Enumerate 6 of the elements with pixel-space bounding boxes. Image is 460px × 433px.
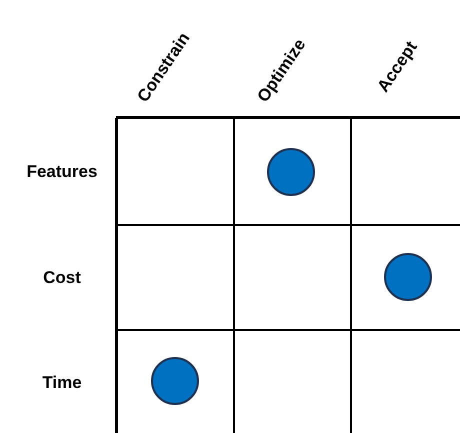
- row-header: Features: [26, 162, 98, 182]
- dot-marker: [151, 357, 199, 405]
- dot-marker: [384, 253, 432, 301]
- row-header: Cost: [42, 268, 82, 288]
- dot-marker: [267, 148, 315, 196]
- row-header: Time: [41, 373, 83, 393]
